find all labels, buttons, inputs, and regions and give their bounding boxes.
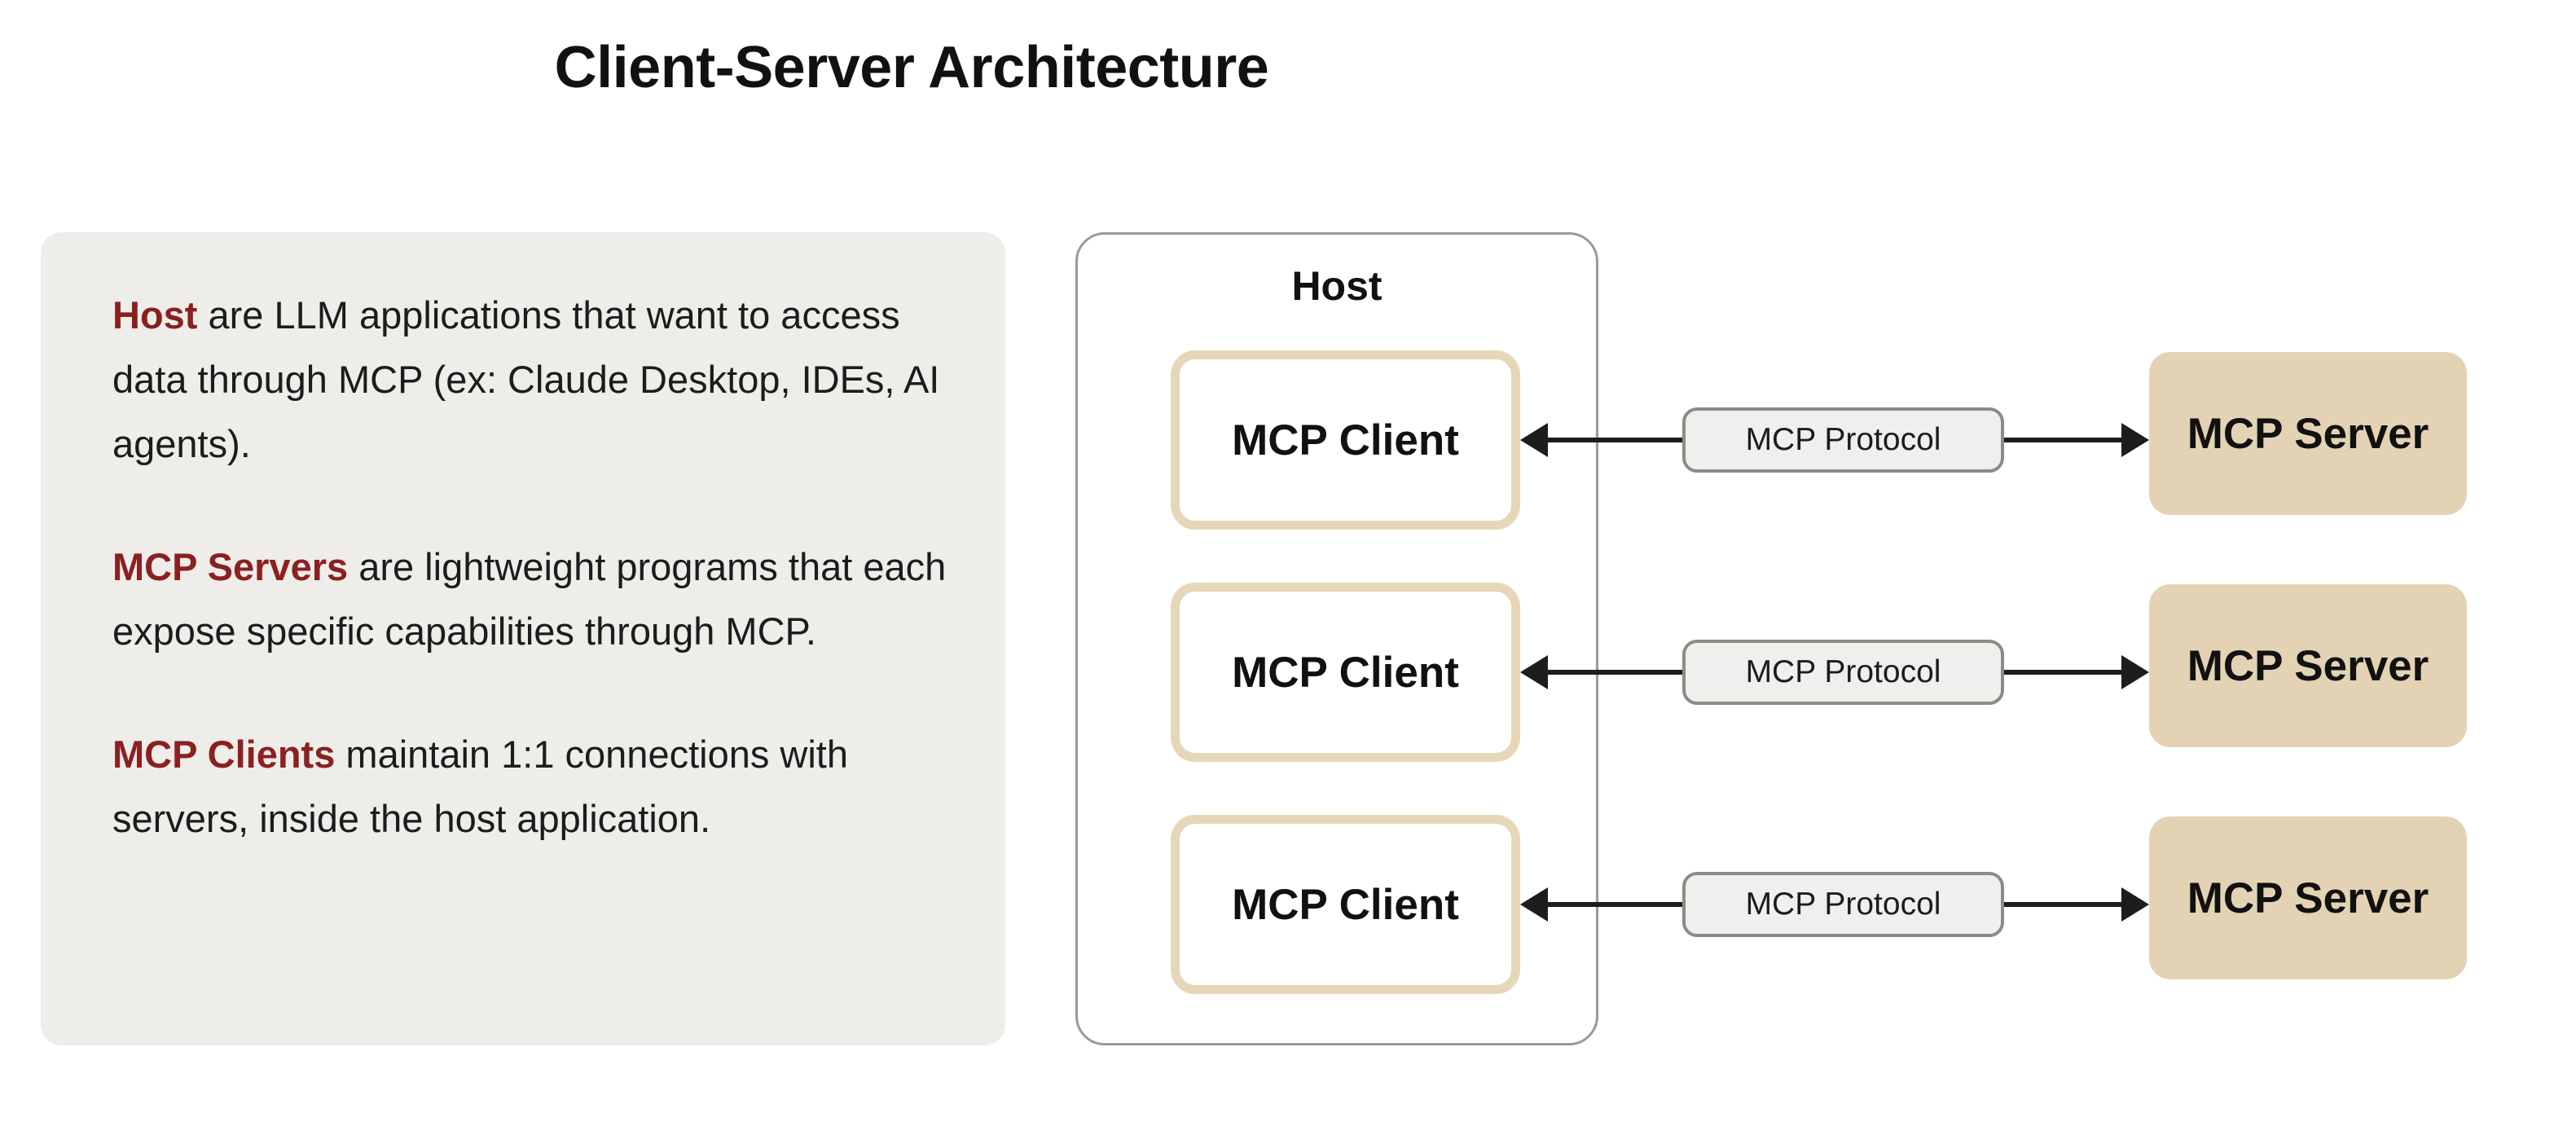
connector-line-right (2004, 670, 2125, 675)
mcp-client-label: MCP Client (1232, 416, 1459, 464)
arrow-right-icon (2121, 655, 2149, 689)
mcp-client-label: MCP Client (1232, 648, 1459, 697)
architecture-row: MCP Client MCP Protocol MCP Server (0, 583, 2576, 762)
client-server-connector: MCP Protocol (1520, 815, 2149, 994)
architecture-row: MCP Client MCP Protocol MCP Server (0, 350, 2576, 530)
mcp-server-box[interactable]: MCP Server (2149, 816, 2467, 979)
mcp-server-label: MCP Server (2187, 409, 2429, 458)
description-body-host: are LLM applications that want to access… (112, 293, 940, 465)
mcp-protocol-label: MCP Protocol (1745, 654, 1941, 689)
mcp-client-label: MCP Client (1232, 880, 1459, 929)
mcp-server-label: MCP Server (2187, 874, 2429, 922)
description-paragraph-host: Host are LLM applications that want to a… (112, 283, 952, 476)
description-term-host: Host (112, 293, 198, 337)
mcp-server-box[interactable]: MCP Server (2149, 584, 2467, 747)
mcp-server-box[interactable]: MCP Server (2149, 352, 2467, 515)
description-body-clients: maintain 1:1 connections with servers, i… (112, 733, 848, 840)
mcp-server-label: MCP Server (2187, 641, 2429, 690)
connector-line-left (1541, 438, 1682, 442)
mcp-client-box[interactable]: MCP Client (1171, 815, 1520, 994)
description-paragraph-clients: MCP Clients maintain 1:1 connections wit… (112, 722, 952, 851)
description-body-servers: are lightweight programs that each expos… (112, 545, 947, 653)
mcp-protocol-pill: MCP Protocol (1682, 407, 2004, 473)
mcp-protocol-label: MCP Protocol (1745, 422, 1941, 457)
mcp-protocol-pill: MCP Protocol (1682, 872, 2004, 937)
mcp-client-box[interactable]: MCP Client (1171, 350, 1520, 530)
mcp-protocol-pill: MCP Protocol (1682, 640, 2004, 705)
arrow-right-icon (2121, 887, 2149, 922)
description-panel: Host are LLM applications that want to a… (41, 232, 1005, 1045)
connector-line-right (2004, 438, 2125, 442)
host-label: Host (1291, 263, 1383, 309)
mcp-client-box[interactable]: MCP Client (1171, 583, 1520, 762)
description-term-clients: MCP Clients (112, 733, 336, 776)
mcp-protocol-label: MCP Protocol (1745, 887, 1941, 922)
connector-line-right (2004, 902, 2125, 907)
client-server-connector: MCP Protocol (1520, 350, 2149, 530)
architecture-row: MCP Client MCP Protocol MCP Server (0, 815, 2576, 994)
connector-line-left (1541, 670, 1682, 675)
description-term-servers: MCP Servers (112, 545, 349, 588)
connector-line-left (1541, 902, 1682, 907)
arrow-right-icon (2121, 423, 2149, 457)
page-title: Client-Server Architecture (554, 35, 1269, 100)
description-paragraph-servers: MCP Servers are lightweight programs tha… (112, 535, 952, 663)
client-server-connector: MCP Protocol (1520, 583, 2149, 762)
